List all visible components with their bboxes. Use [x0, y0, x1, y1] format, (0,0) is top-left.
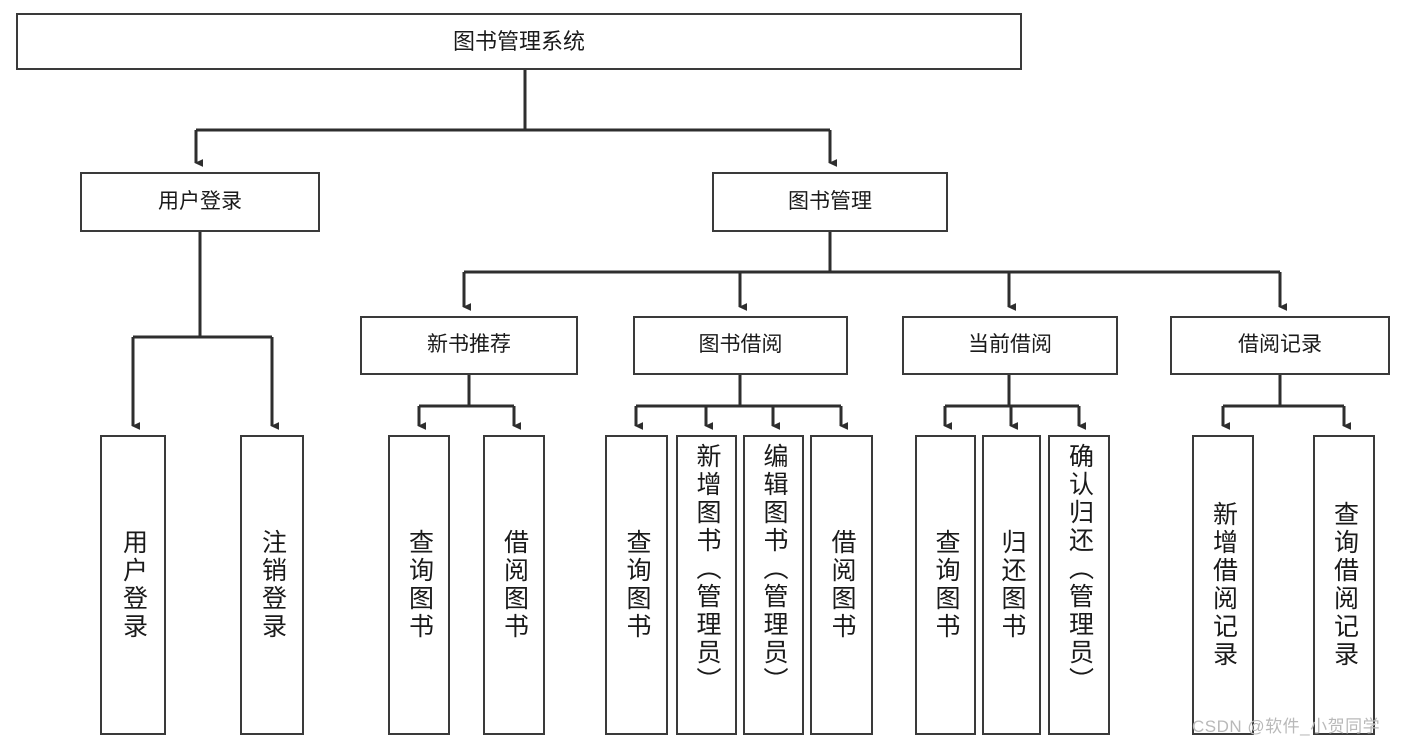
node-leaf-borrow-book-1-label: 借阅图书 — [500, 529, 529, 641]
node-leaf-query-borrow-record[interactable]: 查询借阅记录 — [1313, 435, 1375, 735]
node-user-login-label: 用户登录 — [158, 189, 242, 213]
node-new-book-recommend[interactable]: 新书推荐 — [360, 316, 578, 375]
edges-currentborrow-to-leaves — [943, 375, 1087, 430]
edges-borrowrecord-to-leaves — [1221, 375, 1352, 430]
node-leaf-query-book-2[interactable]: 查询图书 — [605, 435, 668, 735]
edges-bookborrow-to-leaves — [634, 375, 849, 430]
edges-newbook-to-leaves — [417, 375, 522, 430]
node-leaf-user-login-label: 用户登录 — [119, 529, 148, 641]
node-leaf-query-book-1[interactable]: 查询图书 — [388, 435, 450, 735]
node-user-login[interactable]: 用户登录 — [80, 172, 320, 232]
node-leaf-borrow-book-2[interactable]: 借阅图书 — [810, 435, 873, 735]
node-leaf-add-borrow-record[interactable]: 新增借阅记录 — [1192, 435, 1254, 735]
node-leaf-add-borrow-record-label: 新增借阅记录 — [1209, 501, 1238, 669]
node-leaf-add-book-admin-label: 新增图书（管理员） — [693, 443, 721, 695]
node-leaf-query-book-3-label: 查询图书 — [932, 529, 960, 641]
edges-bookmanage-to-level3 — [462, 232, 1288, 311]
node-leaf-borrow-book-1[interactable]: 借阅图书 — [483, 435, 545, 735]
node-current-borrow-label: 当前借阅 — [968, 333, 1052, 357]
node-leaf-return-book[interactable]: 归还图书 — [982, 435, 1041, 735]
node-root[interactable]: 图书管理系统 — [16, 13, 1022, 70]
edges-root-to-level2 — [194, 70, 838, 167]
node-leaf-query-book-2-label: 查询图书 — [623, 529, 651, 641]
node-leaf-add-book-admin[interactable]: 新增图书（管理员） — [676, 435, 737, 735]
node-leaf-return-book-label: 归还图书 — [998, 529, 1026, 641]
node-current-borrow[interactable]: 当前借阅 — [902, 316, 1118, 375]
node-leaf-borrow-book-2-label: 借阅图书 — [828, 529, 856, 641]
node-leaf-confirm-return-admin-label: 确认归还（管理员） — [1065, 443, 1094, 695]
edges-userlogin-to-leaves — [131, 232, 280, 430]
node-book-borrow[interactable]: 图书借阅 — [633, 316, 848, 375]
node-leaf-edit-book-admin-label: 编辑图书（管理员） — [760, 443, 788, 695]
node-book-manage-label: 图书管理 — [788, 189, 872, 213]
node-leaf-edit-book-admin[interactable]: 编辑图书（管理员） — [743, 435, 804, 735]
node-leaf-confirm-return-admin[interactable]: 确认归还（管理员） — [1048, 435, 1110, 735]
csdn-watermark: CSDN @软件_小贺同学 — [1192, 717, 1381, 736]
node-leaf-query-book-1-label: 查询图书 — [405, 529, 434, 641]
node-book-manage[interactable]: 图书管理 — [712, 172, 948, 232]
node-borrow-record-label: 借阅记录 — [1238, 333, 1322, 357]
node-borrow-record[interactable]: 借阅记录 — [1170, 316, 1390, 375]
node-leaf-user-logout[interactable]: 注销登录 — [240, 435, 304, 735]
node-root-label: 图书管理系统 — [452, 28, 585, 54]
node-leaf-query-borrow-record-label: 查询借阅记录 — [1330, 501, 1359, 669]
node-leaf-user-logout-label: 注销登录 — [258, 529, 287, 641]
node-new-book-recommend-label: 新书推荐 — [427, 333, 511, 357]
node-leaf-query-book-3[interactable]: 查询图书 — [915, 435, 976, 735]
node-book-borrow-label: 图书借阅 — [698, 333, 783, 357]
node-leaf-user-login[interactable]: 用户登录 — [100, 435, 166, 735]
